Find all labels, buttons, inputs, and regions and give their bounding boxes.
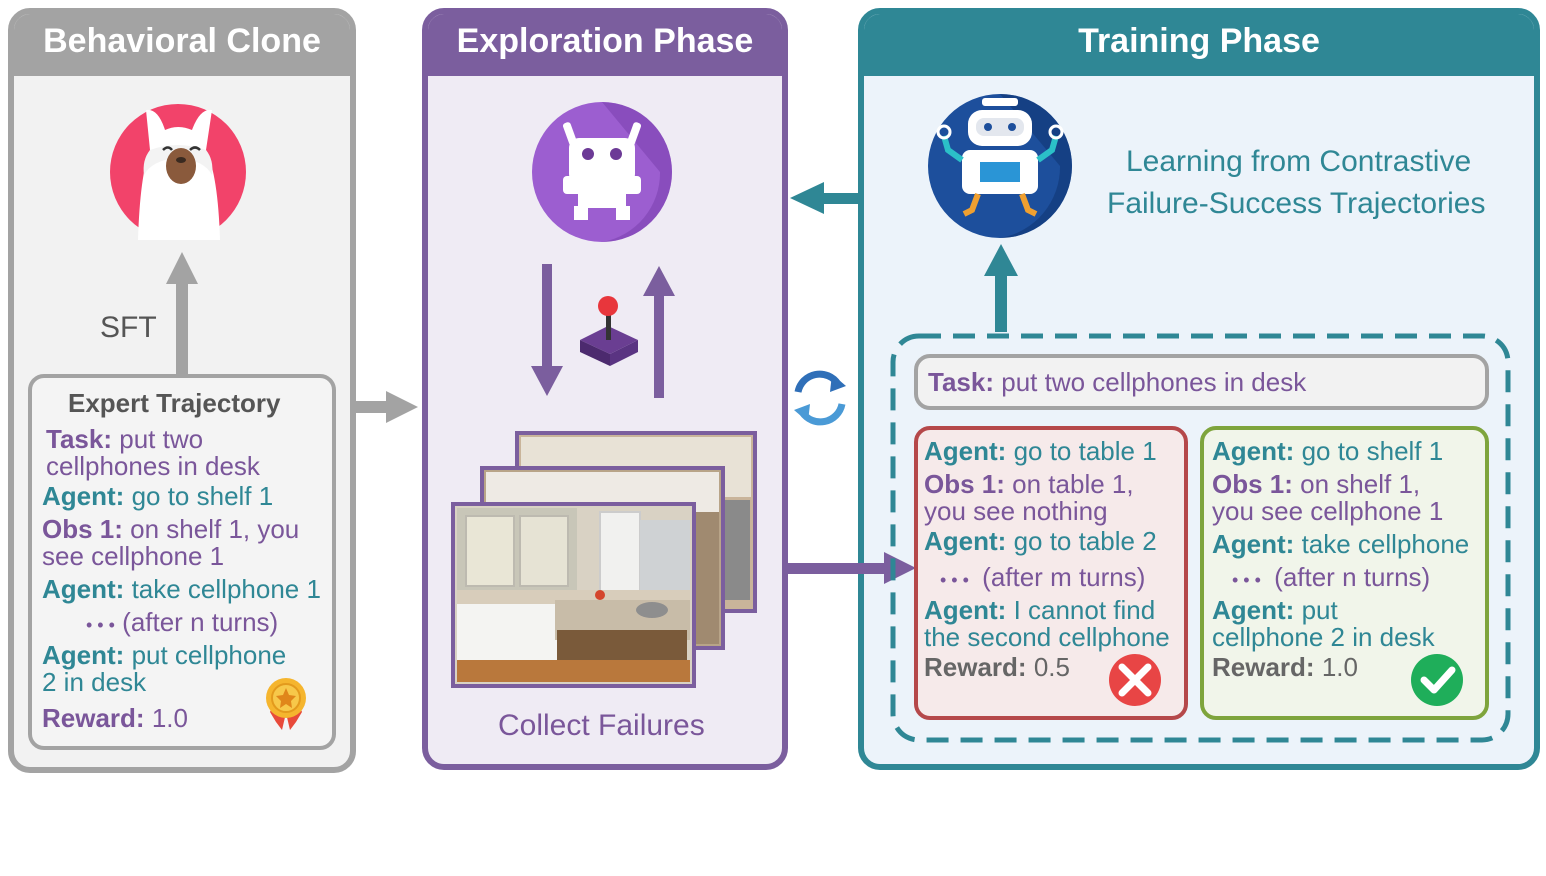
- failure-step1: Agent: go to table 1: [924, 436, 1157, 466]
- expert-step1: Agent: go to shelf 1: [42, 481, 274, 511]
- exploration-to-training-arrow: [788, 552, 916, 584]
- refresh-icon: [794, 370, 846, 426]
- training-phase-title: Training Phase: [864, 14, 1534, 76]
- expert-task-line2: cellphones in desk: [46, 451, 260, 481]
- expert-trajectory-title: Expert Trajectory: [68, 388, 281, 418]
- failure-step2: Agent: go to table 2: [924, 526, 1157, 556]
- llama-icon: [110, 104, 246, 240]
- failure-step3-line1: Agent: I cannot find: [924, 595, 1156, 625]
- expert-step3-line1: Agent: put cellphone: [42, 640, 287, 670]
- failure-reward: Reward: 0.5: [924, 652, 1070, 682]
- exploration-down-arrow: [531, 264, 563, 396]
- collect-failures-caption: Collect Failures: [498, 709, 705, 742]
- learning-text-line1: Learning from Contrastive: [1126, 145, 1472, 178]
- learning-text-line2: Failure-Success Trajectories: [1107, 187, 1486, 220]
- failure-step3-line2: the second cellphone: [924, 622, 1170, 652]
- training-to-exploration-arrow: [790, 182, 862, 214]
- robot-icon: [532, 102, 672, 242]
- failure-ellipsis: • • • (after m turns): [940, 562, 1146, 592]
- expert-step3-line2: 2 in desk: [42, 667, 147, 697]
- training-up-arrow: [984, 244, 1018, 332]
- failure-trajectory-box: [914, 426, 1188, 720]
- expert-ellipsis: • • • (after n turns): [86, 607, 279, 637]
- check-icon: [1411, 654, 1463, 706]
- sft-label: SFT: [100, 311, 157, 344]
- expert-obs1-line2: see cellphone 1: [42, 541, 225, 571]
- success-step1: Agent: go to shelf 1: [1212, 436, 1444, 466]
- cross-icon: [1109, 654, 1161, 706]
- expert-task-line1: Task: put two: [46, 424, 204, 454]
- behavioral-clone-title: Behavioral Clone: [14, 14, 350, 76]
- robot-icon: [928, 94, 1072, 238]
- success-reward: Reward: 1.0: [1212, 652, 1358, 682]
- sft-arrow: [166, 252, 198, 374]
- success-step3-line1: Agent: put: [1212, 595, 1338, 625]
- success-trajectory-box: [1200, 426, 1489, 720]
- failure-obs1-line1: Obs 1: on table 1,: [924, 469, 1134, 499]
- exploration-phase-title: Exploration Phase: [428, 14, 782, 76]
- expert-reward: Reward: 1.0: [42, 703, 188, 733]
- kitchen-screenshot-stack: [451, 431, 757, 688]
- failure-obs1-line2: you see nothing: [924, 496, 1108, 526]
- success-obs1-line1: Obs 1: on shelf 1,: [1212, 469, 1421, 499]
- joystick-icon: [580, 296, 638, 366]
- contrastive-pair-frame: [890, 333, 1511, 743]
- behavioral-to-exploration-arrow: [356, 391, 418, 423]
- expert-obs1-line1: Obs 1: on shelf 1, you: [42, 514, 300, 544]
- success-step2: Agent: take cellphone: [1212, 529, 1470, 559]
- success-obs1-line2: you see cellphone 1: [1212, 496, 1444, 526]
- exploration-up-arrow: [643, 266, 675, 398]
- expert-trajectory-box: [28, 374, 336, 750]
- success-step3-line2: cellphone 2 in desk: [1212, 622, 1435, 652]
- task-bar-text: Task: put two cellphones in desk: [928, 367, 1307, 397]
- success-ellipsis: • • • (after n turns): [1232, 562, 1431, 592]
- medal-icon: [266, 678, 306, 730]
- expert-step2: Agent: take cellphone 1: [42, 574, 321, 604]
- task-bar: [914, 354, 1489, 410]
